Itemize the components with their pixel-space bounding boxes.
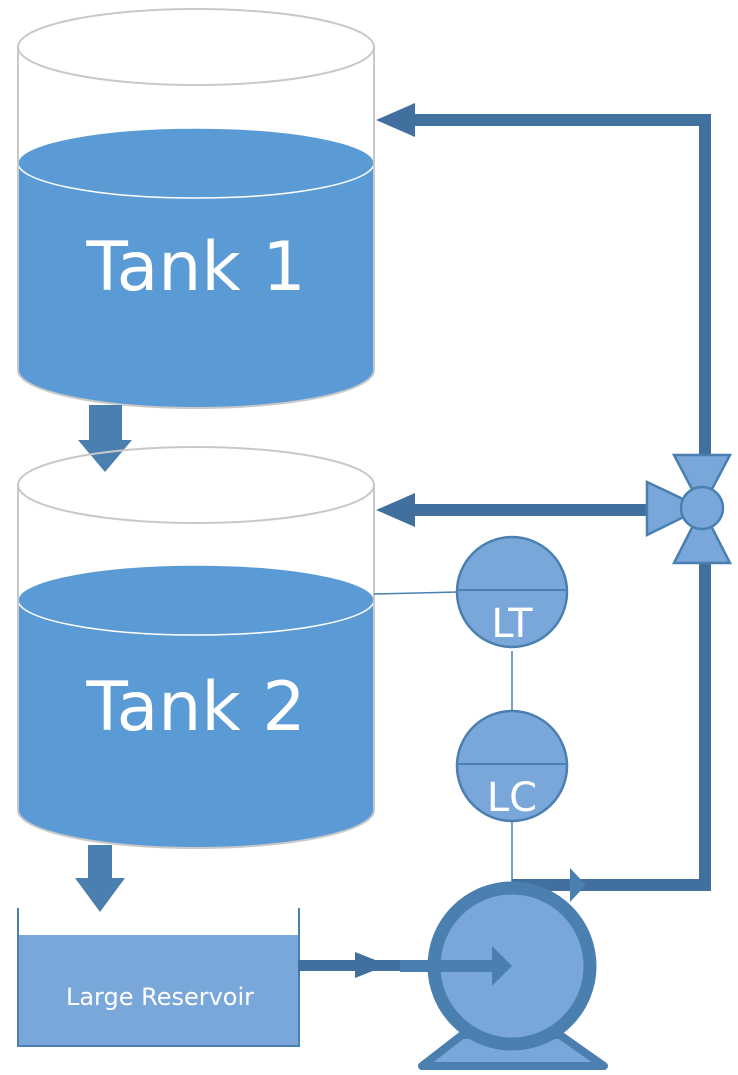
tank-1-wall — [17, 47, 375, 409]
lc-label: LC — [487, 775, 537, 821]
lt-label: LT — [491, 601, 533, 647]
flow-arrow-tank1-to-tank2 — [78, 405, 132, 472]
lt-circle — [455, 535, 569, 649]
valve-side-port — [645, 480, 705, 538]
tank-2: Tank 2 — [17, 446, 375, 849]
tank-1-water — [18, 163, 374, 408]
large-reservoir: Large Reservoir — [17, 908, 300, 1047]
pump[interactable] — [400, 881, 608, 1070]
tank-2-feed-pipe — [410, 504, 650, 516]
pump-flow-shaft — [400, 960, 495, 972]
tank-2-label: Tank 2 — [85, 668, 305, 747]
tank-2-inlet-arrow — [376, 493, 415, 527]
valve-top-port — [671, 453, 733, 511]
level-controller[interactable]: LC — [455, 709, 569, 823]
level-transmitter[interactable]: LT — [455, 535, 569, 649]
flow-arrow-tank2-to-reservoir — [75, 845, 125, 912]
pump-flow-arrow-icon — [492, 946, 512, 986]
tank-2-water-surface — [17, 564, 375, 636]
suction-pipe — [298, 960, 402, 971]
tank-1-label: Tank 1 — [85, 228, 305, 307]
reservoir-wall — [17, 908, 300, 1047]
three-way-valve[interactable] — [645, 453, 733, 565]
valve-actuator-icon — [679, 485, 725, 531]
level-signal-line — [373, 591, 459, 595]
tank-2-rim — [17, 446, 375, 524]
suction-arrow — [355, 952, 388, 978]
tank-1-inlet-arrow — [376, 103, 415, 137]
reservoir-label: Large Reservoir — [66, 983, 254, 1011]
reservoir-water — [19, 935, 298, 1045]
tank-1-rim — [17, 8, 375, 86]
tank-1-water-surface — [17, 127, 375, 199]
tank-1: Tank 1 — [17, 8, 375, 409]
tank-2-water — [18, 600, 374, 848]
lc-circle — [455, 709, 569, 823]
valve-bottom-port — [671, 505, 733, 565]
discharge-arrow — [570, 868, 586, 902]
tank-2-wall — [17, 485, 375, 849]
